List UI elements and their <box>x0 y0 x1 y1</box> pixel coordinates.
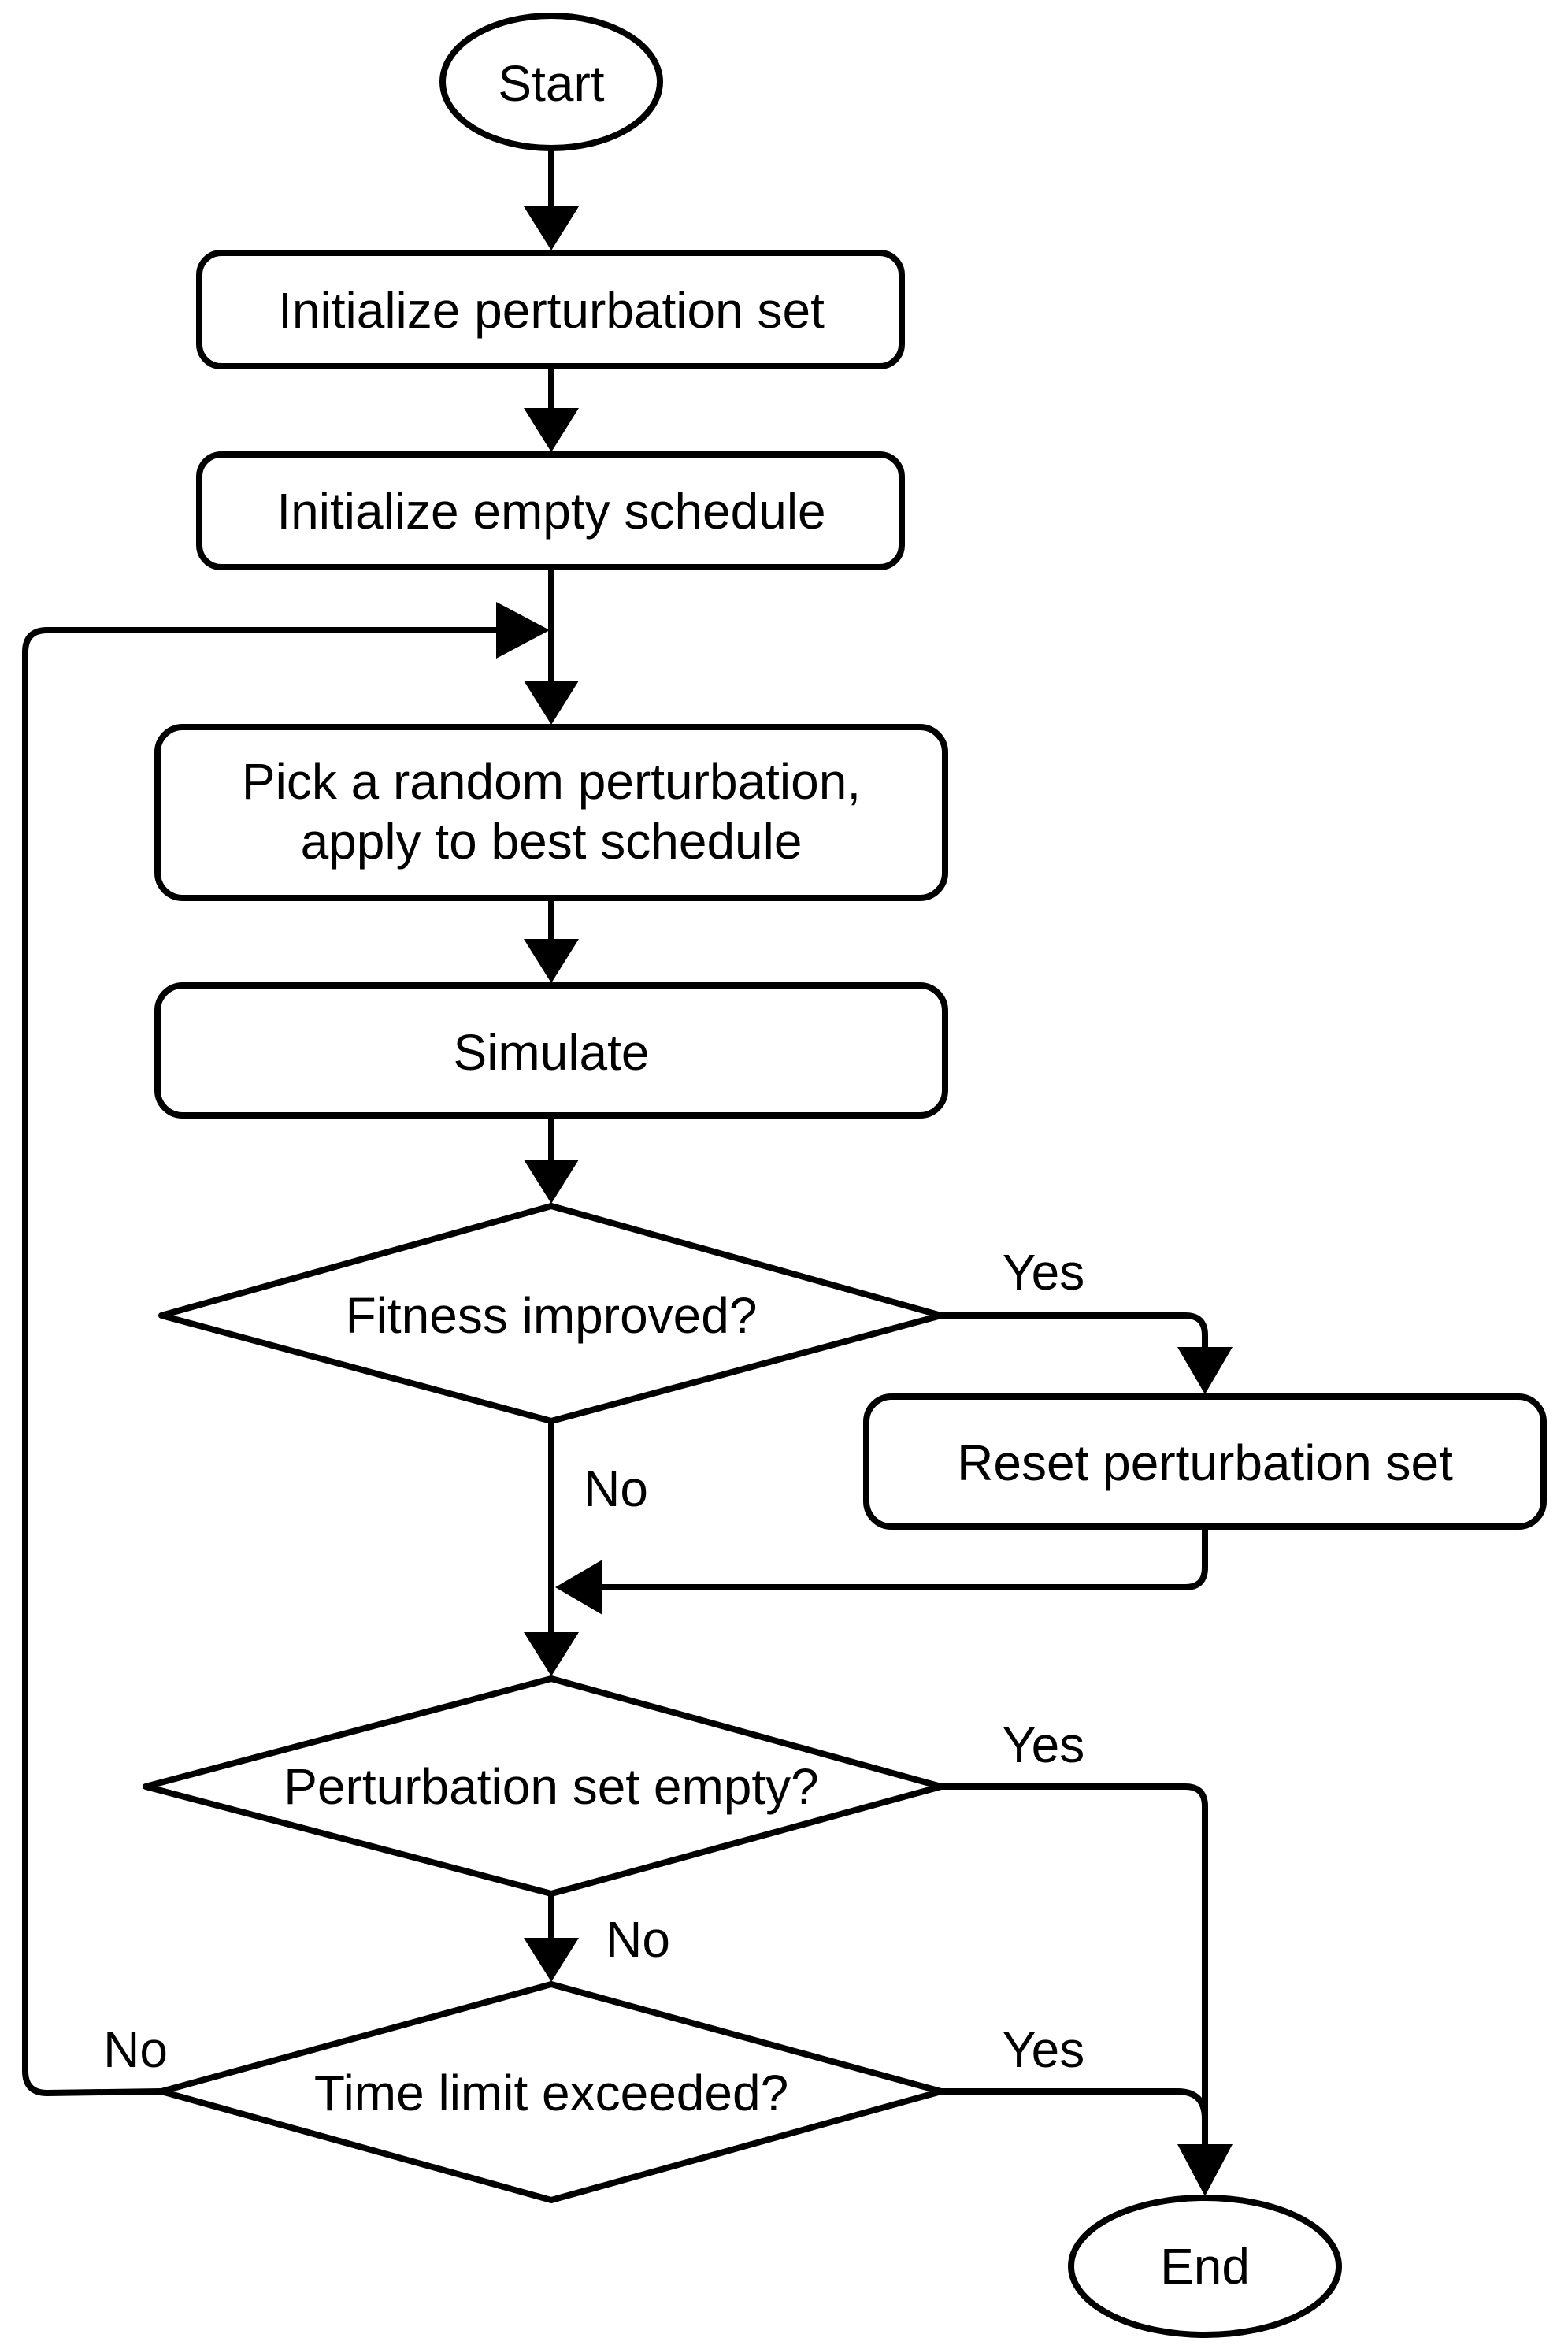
fitness-no-label: No <box>584 1460 648 1517</box>
fitness-label: Fitness improved? <box>346 1287 758 1344</box>
time-no-label: No <box>103 2021 168 2078</box>
edge-time-yes-to-end <box>941 2088 1208 2158</box>
arrowhead <box>524 206 579 250</box>
edge-labels: Yes No Yes No Yes No <box>103 1244 1084 2078</box>
end-label: End <box>1160 2238 1250 2295</box>
arrowhead <box>1177 2144 1233 2196</box>
set-empty-decision <box>143 1675 944 1897</box>
arrowhead <box>524 1160 579 1204</box>
set-empty-no-label: No <box>606 1911 670 1968</box>
arrowhead <box>555 1560 602 1615</box>
end-terminal <box>1068 2195 1342 2338</box>
edge-fitness-yes-to-reset <box>941 1312 1208 1361</box>
init-set-label: Initialize perturbation set <box>278 282 825 339</box>
arrowhead <box>1177 1347 1233 1394</box>
pick-perturbation-process <box>154 724 948 901</box>
arrowhead <box>524 1632 579 1676</box>
set-empty-label: Perturbation set empty? <box>284 1758 818 1815</box>
edge-time-no-loop <box>22 627 512 2096</box>
init-schedule-label: Initialize empty schedule <box>276 483 825 540</box>
arrowhead <box>524 681 579 725</box>
init-set-process <box>196 250 905 369</box>
init-schedule-process <box>196 451 905 570</box>
time-limit-decision <box>158 1981 944 2203</box>
edge-reset-to-merge <box>583 1528 1208 1590</box>
time-limit-label: Time limit exceeded? <box>314 2065 788 2121</box>
start-terminal <box>439 13 663 151</box>
simulate-label: Simulate <box>454 1024 650 1081</box>
arrowhead <box>496 602 550 659</box>
start-label: Start <box>498 55 604 112</box>
arrowhead <box>524 939 579 983</box>
pick-label-line1: Pick a random perturbation, <box>242 753 861 810</box>
nodes: Start Initialize perturbation set Initia… <box>143 13 1547 2338</box>
fitness-decision <box>158 1203 944 1424</box>
arrowhead <box>524 1938 579 1982</box>
simulate-process <box>154 982 948 1119</box>
pick-label-line2: apply to best schedule <box>301 813 803 870</box>
set-empty-yes-label: Yes <box>1003 1716 1084 1773</box>
edges <box>22 150 1233 2196</box>
fitness-yes-label: Yes <box>1003 1244 1084 1301</box>
reset-label: Reset perturbation set <box>957 1434 1453 1491</box>
edge-set-empty-yes-to-end <box>941 1783 1208 2158</box>
arrowhead <box>524 408 579 452</box>
reset-set-process <box>863 1393 1547 1530</box>
time-yes-label: Yes <box>1003 2021 1084 2078</box>
